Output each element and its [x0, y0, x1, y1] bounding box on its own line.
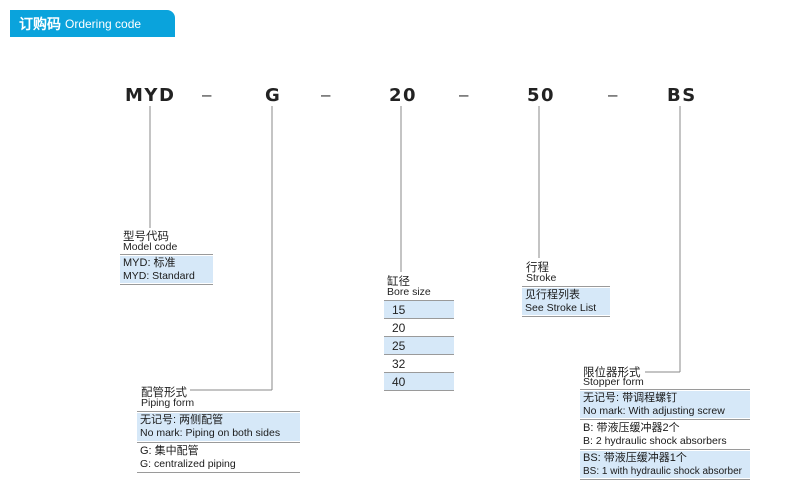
option-line2: See Stroke List — [525, 302, 597, 314]
divider — [580, 419, 750, 420]
piping-label-cn: 配管形式 — [141, 387, 187, 399]
bore-value-row: 40 — [384, 373, 454, 390]
code-separator: – — [608, 85, 618, 104]
code-part-stopper: BS — [667, 85, 697, 106]
stroke-label-en: Stroke — [526, 272, 557, 284]
divider — [522, 286, 610, 287]
divider — [384, 390, 454, 391]
code-part-model: MYD — [125, 85, 176, 106]
divider — [384, 372, 454, 373]
option-line1: BS: 带液压缓冲器1个 — [583, 452, 687, 464]
header-title-en: Ordering code — [65, 16, 142, 31]
code-part-piping: G — [265, 85, 282, 106]
divider — [137, 411, 300, 412]
model-option: MYD: 标准 MYD: Standard — [120, 256, 213, 283]
option-line1: B: 带液压缓冲器2个 — [583, 422, 680, 434]
stopper-option: 无记号: 带调程螺钉 No mark: With adjusting screw — [580, 391, 750, 418]
bore-value-row: 20 — [392, 320, 406, 335]
section-header: 订购码 Ordering code — [10, 10, 175, 37]
option-line1: 无记号: 两侧配管 — [140, 414, 224, 426]
model-label-cn: 型号代码 — [123, 231, 169, 243]
stroke-option: 见行程列表 See Stroke List — [522, 288, 610, 315]
option-line2: BS: 1 with hydraulic shock absorber — [583, 466, 742, 477]
bore-value-row: 15 — [384, 301, 454, 318]
header-title-cn: 订购码 — [19, 15, 61, 32]
bore-label-cn: 缸径 — [387, 276, 410, 288]
option-line2: G: centralized piping — [140, 458, 236, 470]
option-line1: MYD: 标准 — [123, 257, 176, 269]
option-line2: B: 2 hydraulic shock absorbers — [583, 435, 727, 447]
bore-value-row: 32 — [392, 356, 406, 371]
divider — [384, 300, 454, 301]
stopper-label-en: Stopper form — [583, 376, 644, 388]
divider — [120, 284, 213, 285]
divider — [580, 449, 750, 450]
option-line1: G: 集中配管 — [140, 445, 199, 457]
stopper-option: BS: 带液压缓冲器1个 BS: 1 with hydraulic shock … — [580, 451, 750, 478]
code-part-bore: 20 — [389, 85, 418, 106]
piping-label-en: Piping form — [141, 397, 195, 409]
option-line1: 见行程列表 — [525, 289, 580, 301]
piping-option: 无记号: 两侧配管 No mark: Piping on both sides — [137, 413, 300, 441]
divider — [580, 389, 750, 390]
option-line2: MYD: Standard — [123, 270, 195, 282]
stopper-option: B: 带液压缓冲器2个 B: 2 hydraulic shock absorbe… — [580, 421, 750, 448]
divider — [580, 479, 750, 480]
option-line2: No mark: Piping on both sides — [140, 427, 281, 439]
option-line2: No mark: With adjusting screw — [583, 405, 725, 417]
divider — [137, 442, 300, 443]
code-separator: – — [202, 85, 212, 104]
divider — [384, 336, 454, 337]
code-part-stroke: 50 — [527, 85, 556, 106]
divider — [522, 316, 610, 317]
divider — [384, 318, 454, 319]
code-separator: – — [321, 85, 331, 104]
option-line1: 无记号: 带调程螺钉 — [583, 392, 678, 404]
divider — [384, 354, 454, 355]
model-label-en: Model code — [123, 241, 178, 253]
code-separator: – — [459, 85, 469, 104]
stroke-label-cn: 行程 — [526, 262, 549, 274]
bore-label-en: Bore size — [387, 286, 431, 298]
divider — [120, 254, 213, 255]
divider — [137, 472, 300, 473]
piping-option: G: 集中配管 G: centralized piping — [137, 444, 300, 471]
stopper-label-cn: 限位器形式 — [583, 367, 641, 379]
bore-value-row: 25 — [384, 337, 454, 354]
